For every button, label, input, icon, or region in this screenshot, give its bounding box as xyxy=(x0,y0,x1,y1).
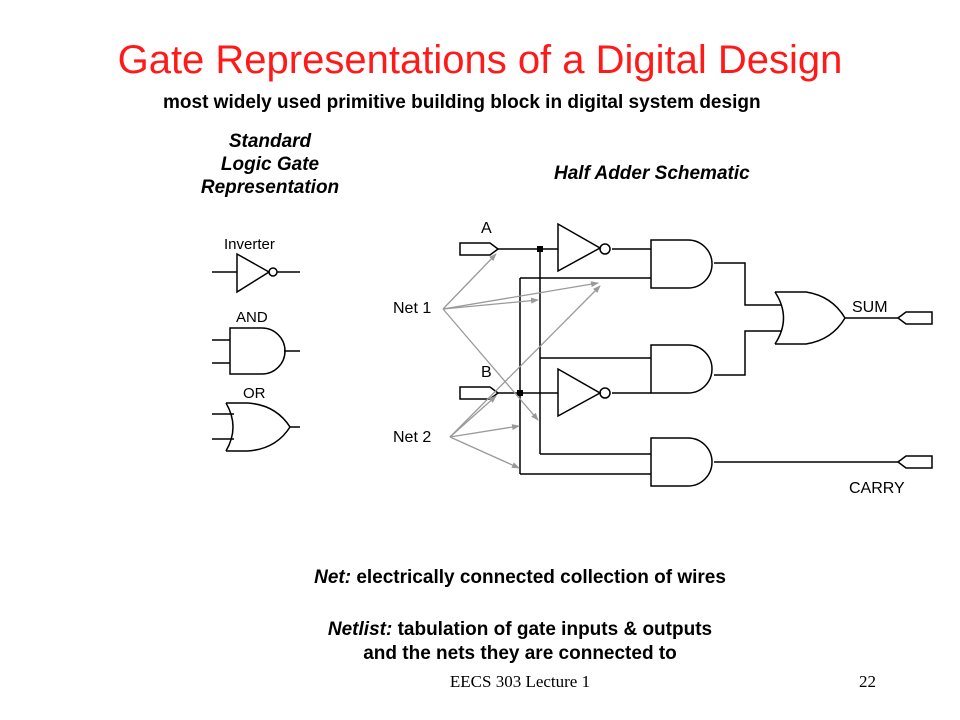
footer-page-number: 22 xyxy=(859,672,876,691)
net-2-label: Net 2 xyxy=(393,429,431,446)
half-adder-heading: Half Adder Schematic xyxy=(554,163,750,184)
netlist-definition-text: tabulation of gate inputs & outputs xyxy=(392,619,713,640)
net-term: Net: xyxy=(314,567,352,588)
standard-gate-heading: Standard Logic Gate Representation xyxy=(160,130,380,199)
netlist-definition-line-1: Netlist: tabulation of gate inputs & out… xyxy=(0,619,960,641)
standard-heading-line-3: Representation xyxy=(200,177,340,198)
slide-subtitle: most widely used primitive building bloc… xyxy=(163,92,761,113)
schematic-wires xyxy=(498,248,898,475)
carry-connector xyxy=(896,455,933,469)
netlist-definition-line-2: and the nets they are connected to xyxy=(363,643,677,664)
net-definition-text: electrically connected collection of wir… xyxy=(351,567,726,588)
input-b-label: B xyxy=(481,364,492,381)
netlist-term: Netlist: xyxy=(327,619,393,640)
or-label: OR xyxy=(243,385,266,402)
schematic-and-carry xyxy=(650,437,713,487)
input-a-label: A xyxy=(481,220,492,237)
carry-label: CARRY xyxy=(849,480,905,497)
inverter-label: Inverter xyxy=(224,236,275,253)
and-label: AND xyxy=(236,309,268,326)
schematic-inverter-b xyxy=(557,367,611,418)
net-definition: Net: electrically connected collection o… xyxy=(0,567,960,589)
footer-course: EECS 303 Lecture 1 xyxy=(449,672,591,691)
input-a-connector xyxy=(459,242,500,256)
net-1-arrows xyxy=(442,253,599,421)
or-symbol xyxy=(212,402,300,452)
net-1-label: Net 1 xyxy=(393,300,431,317)
schematic-or-gate xyxy=(774,291,846,345)
sum-label: SUM xyxy=(852,299,888,316)
inverter-symbol xyxy=(212,252,300,294)
net-2-arrows xyxy=(449,285,601,469)
schematic-and-lower xyxy=(650,344,713,394)
slide-title: Gate Representations of a Digital Design xyxy=(117,38,843,82)
schematic-and-upper xyxy=(650,239,713,289)
input-b-connector xyxy=(459,386,500,400)
standard-heading-line-1: Standard xyxy=(228,131,312,152)
and-symbol xyxy=(212,327,300,375)
schematic-inverter-a xyxy=(557,222,611,273)
junction-a xyxy=(537,246,543,252)
junction-b xyxy=(517,390,523,396)
standard-heading-line-2: Logic Gate xyxy=(220,154,320,175)
sum-connector xyxy=(896,311,933,325)
